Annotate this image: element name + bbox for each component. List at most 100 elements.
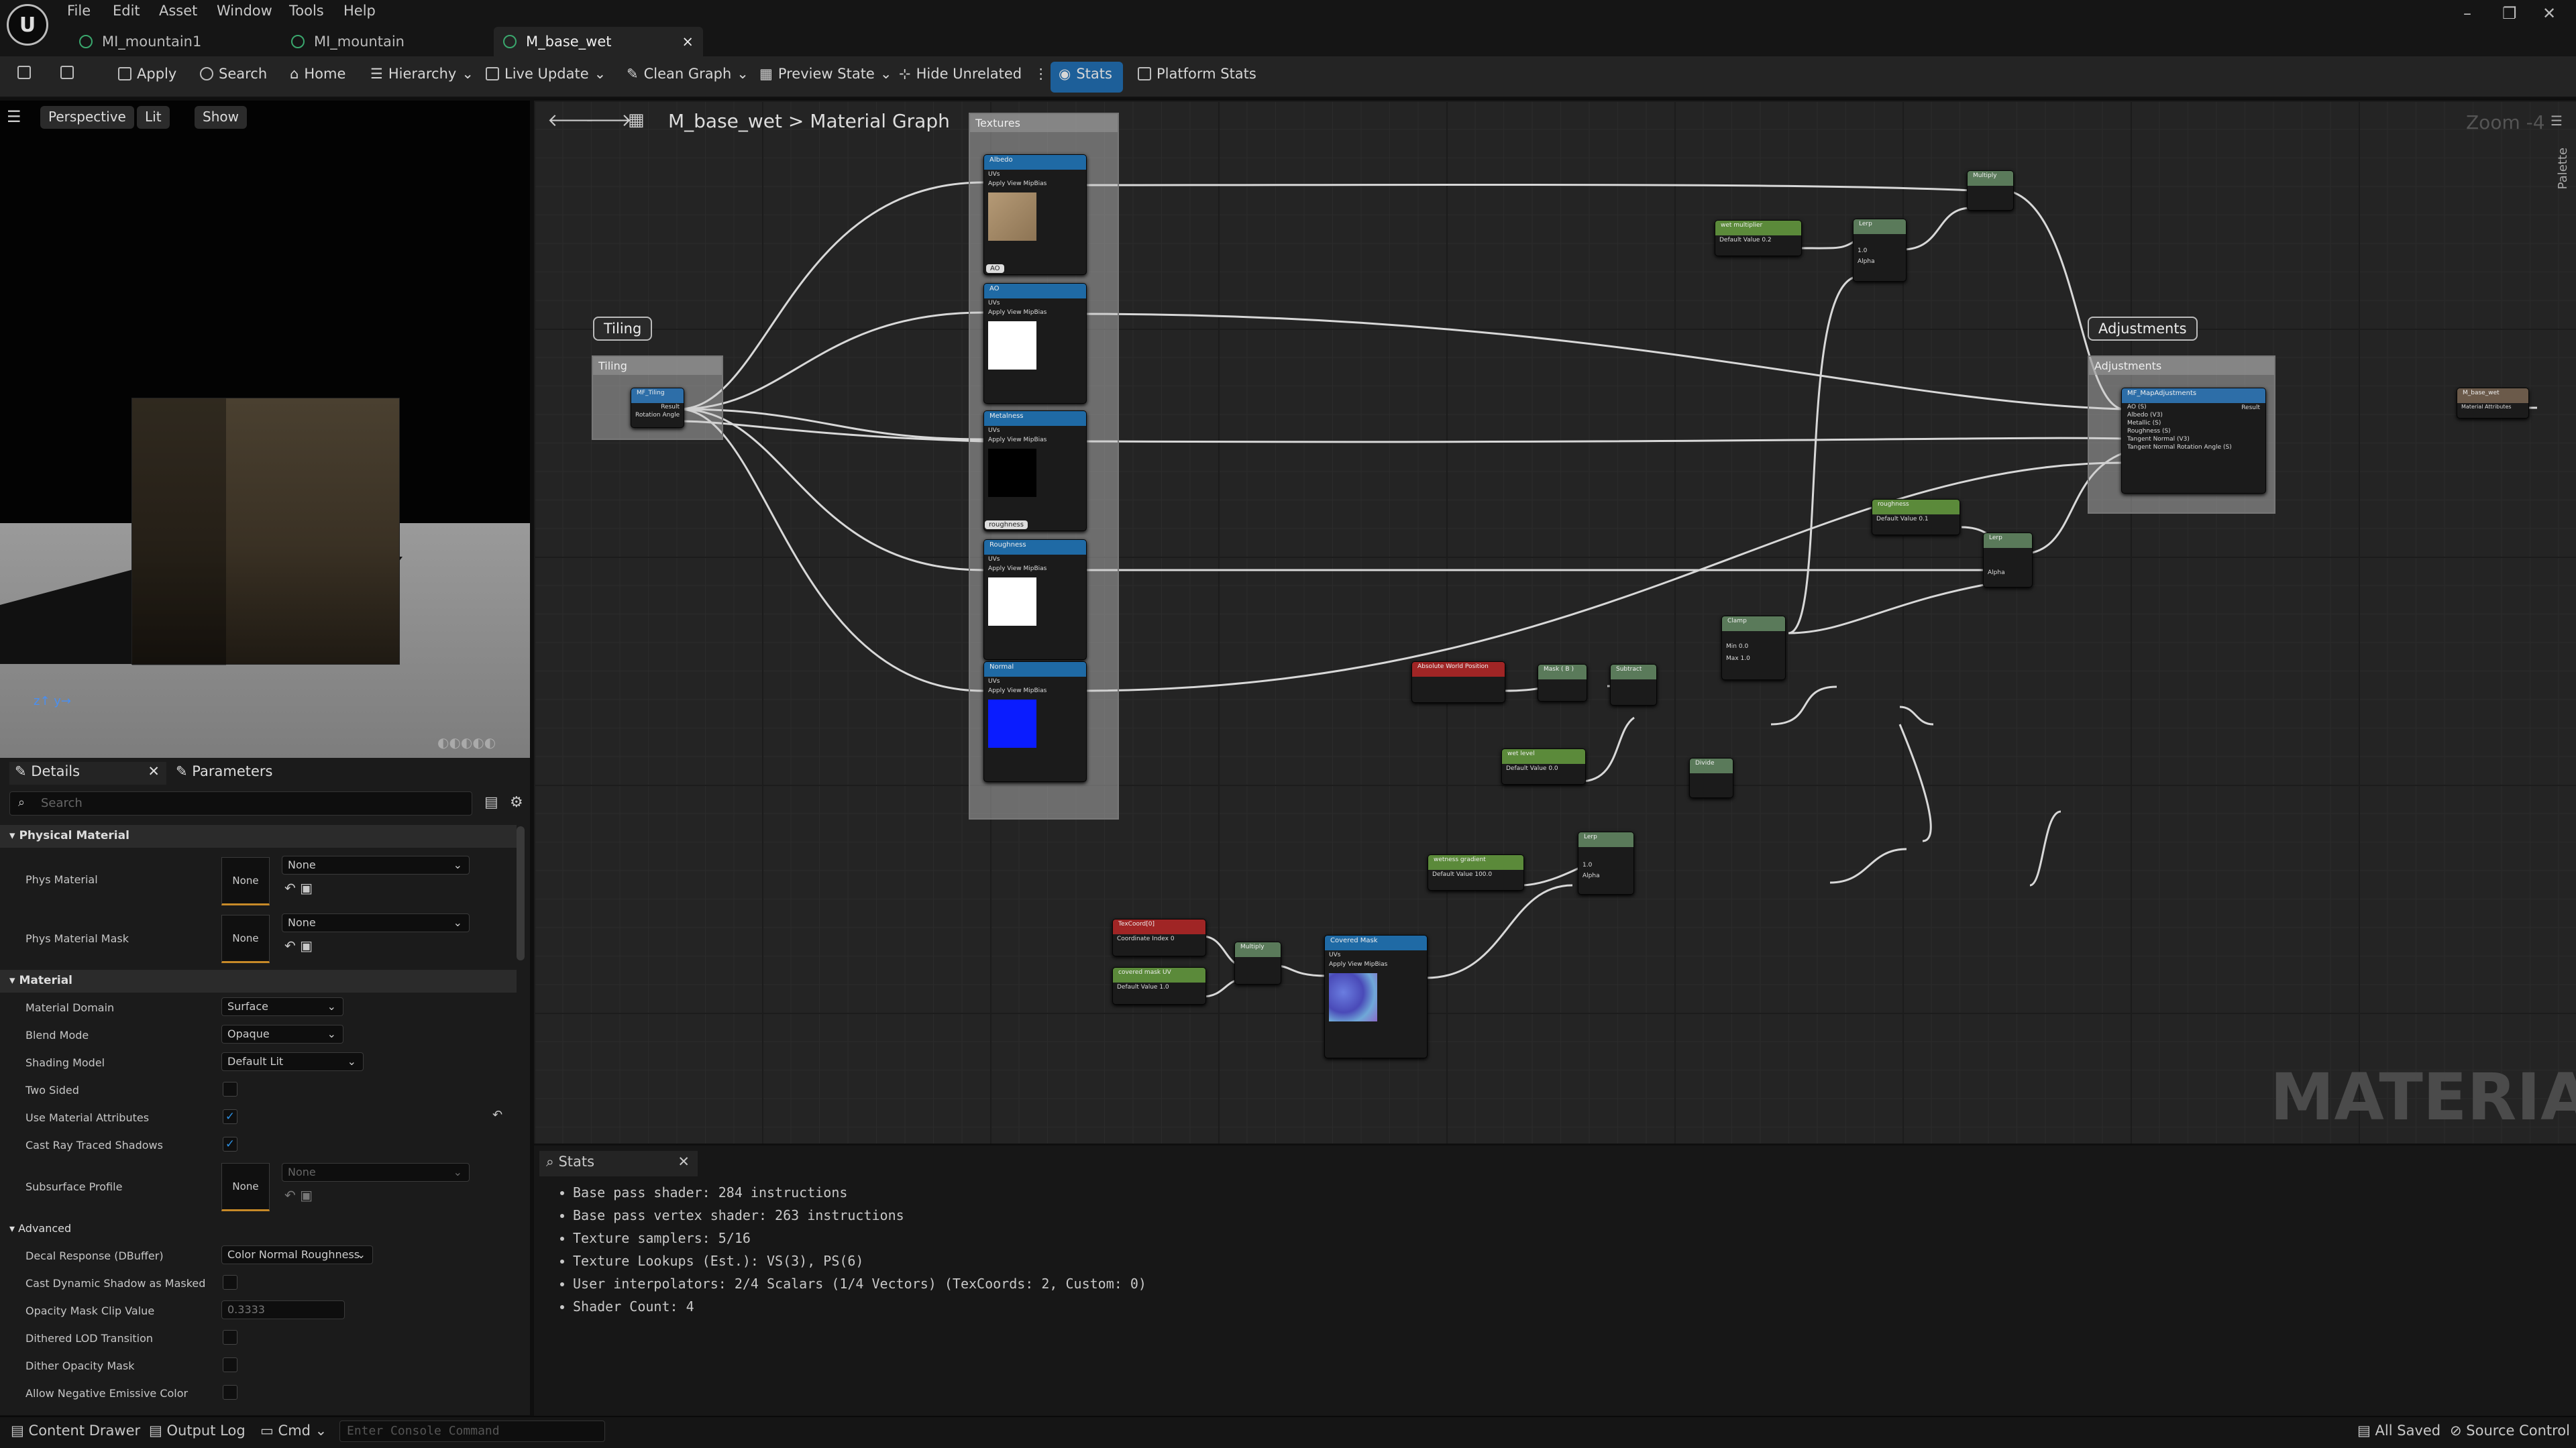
table-view-icon[interactable]: ▤ (484, 794, 498, 811)
pin-result[interactable]: Result (661, 404, 680, 410)
settings-gear-icon[interactable]: ⚙ (510, 794, 523, 811)
blend-mode-dropdown[interactable]: Opaque⌄ (221, 1025, 343, 1044)
pin-alpha[interactable]: Alpha (1988, 569, 2005, 576)
pin-mipbias[interactable]: Apply View MipBias (988, 309, 1047, 316)
pin-metallic[interactable]: Metallic (S) (2127, 420, 2161, 427)
node-mask-b[interactable]: Mask ( B ) (1538, 664, 1587, 702)
menu-file[interactable]: File (67, 3, 91, 19)
viewport-menu-icon[interactable]: ☰ (7, 107, 21, 126)
node-wet-level[interactable]: wet level Default Value 0.0 (1501, 748, 1586, 785)
perspective-button[interactable]: Perspective (40, 106, 134, 129)
node-texture-roughness[interactable]: Roughness UVs Apply View MipBias (983, 539, 1087, 660)
pin-albedo[interactable]: Albedo (V3) (2127, 412, 2163, 419)
section-header-physical[interactable] (0, 825, 517, 848)
reset-arrow-icon[interactable]: ↶ ▣ (284, 880, 313, 896)
unreal-logo-icon[interactable]: U (7, 4, 48, 46)
section-material[interactable]: ▾ Material (9, 974, 72, 987)
comment-bubble-adjustments[interactable]: Adjustments (2088, 317, 2198, 341)
pin-mipbias[interactable]: Apply View MipBias (988, 180, 1047, 187)
node-covered-mask-texture[interactable]: Covered Mask UVs Apply View MipBias (1324, 935, 1428, 1058)
pin-rotation-angle[interactable]: Rotation Angle (635, 412, 680, 419)
pin-tangent-normal-rotation[interactable]: Tangent Normal Rotation Angle (S) (2127, 444, 2232, 451)
value-field[interactable]: 1.0 (1159, 984, 1169, 991)
node-absolute-world-position[interactable]: Absolute World Position (1411, 661, 1505, 703)
platform-stats-button[interactable]: Platform Stats (1138, 66, 1256, 82)
details-search-input[interactable]: ⌕ Search (9, 791, 472, 816)
opacity-mask-clip-input[interactable]: 0.3333 (221, 1300, 345, 1319)
clean-graph-button[interactable]: ✎Clean Graph⌄ (627, 66, 749, 82)
pin-mipbias[interactable]: Apply View MipBias (988, 565, 1047, 572)
reset-arrow-icon[interactable]: ↶ ▣ (284, 1187, 313, 1203)
node-lerp-roughness[interactable]: Lerp Alpha (1983, 533, 2033, 588)
node-covered-mask-uv[interactable]: covered mask UV Default Value 1.0 (1112, 967, 1206, 1005)
restore-icon[interactable]: ❐ (2502, 4, 2517, 23)
console-input[interactable]: Enter Console Command (339, 1421, 605, 1442)
search-button[interactable]: Search (200, 66, 267, 82)
two-sided-checkbox[interactable] (223, 1082, 237, 1097)
node-texture-albedo[interactable]: Albedo UVs Apply View MipBias (983, 154, 1087, 275)
comment-bubble-tiling[interactable]: Tiling (593, 317, 653, 341)
preview-shapes-icon[interactable]: ◐◐◐◐◐ (437, 734, 496, 750)
live-update-button[interactable]: Live Update⌄ (486, 66, 606, 82)
tab-details[interactable]: ✎ Details✕ (9, 762, 166, 785)
node-texcoord[interactable]: TexCoord[0] Coordinate Index 0 (1112, 919, 1206, 956)
save-icon[interactable] (17, 66, 31, 79)
menu-window[interactable]: Window (217, 3, 272, 19)
node-subtract[interactable]: Subtract (1610, 664, 1657, 706)
node-multiply-top[interactable]: Multiply (1967, 170, 2014, 211)
menu-asset[interactable]: Asset (159, 3, 198, 19)
pin-alpha[interactable]: Alpha (1582, 873, 1600, 879)
phys-material-mask-dropdown[interactable]: None⌄ (282, 913, 470, 932)
material-domain-dropdown[interactable]: Surface⌄ (221, 997, 343, 1016)
menu-help[interactable]: Help (343, 3, 376, 19)
node-texture-ao[interactable]: AO UVs Apply View MipBias (983, 283, 1087, 404)
back-arrow-icon[interactable]: 🡐 (547, 111, 594, 131)
phys-material-mask-thumbnail[interactable]: None (221, 915, 270, 963)
source-control-button[interactable]: ⊘ Source Control (2450, 1423, 2570, 1439)
close-tab-icon[interactable]: ✕ (148, 763, 160, 779)
node-lerp-gradient[interactable]: Lerp 1.0 Alpha (1578, 832, 1634, 895)
value-field[interactable]: 1.0 (1858, 247, 1868, 254)
section-physical-material[interactable]: ▾ Physical Material (9, 829, 129, 842)
value-field[interactable]: 0.2 (1762, 237, 1772, 243)
pin-alpha[interactable]: Alpha (1858, 258, 1875, 265)
palette-icon[interactable]: ☰ (2551, 113, 2563, 129)
pin-uvs[interactable]: UVs (988, 171, 1000, 178)
content-drawer-button[interactable]: ▤ Content Drawer (11, 1423, 140, 1439)
menu-edit[interactable]: Edit (113, 3, 140, 19)
more-options-icon[interactable]: ⋮ (1034, 66, 1049, 82)
value-field[interactable]: 0 (1170, 936, 1175, 942)
phys-material-thumbnail[interactable]: None (221, 857, 270, 905)
cast-dynamic-shadow-checkbox[interactable] (223, 1275, 237, 1290)
close-tab-icon[interactable]: × (682, 34, 694, 50)
hierarchy-button[interactable]: ☰Hierarchy⌄ (370, 66, 474, 82)
cmd-dropdown[interactable]: ▭ Cmd ⌄ (260, 1423, 327, 1439)
pin-min[interactable]: Min (1726, 643, 1737, 650)
menu-tools[interactable]: Tools (289, 3, 324, 19)
material-graph-canvas[interactable]: 🡐 🡒 ▦ M_base_wet > Material Graph Zoom -… (534, 101, 2576, 1144)
tab-mi-mountain[interactable]: MI_mountain (282, 27, 483, 56)
cast-ray-traced-shadows-checkbox[interactable]: ✓ (223, 1137, 237, 1152)
pin-mipbias[interactable]: Apply View MipBias (988, 437, 1047, 443)
value-field[interactable]: 0.1 (1919, 516, 1929, 522)
decal-response-dropdown[interactable]: Color Normal Roughness⌄ (221, 1245, 373, 1264)
value-field[interactable]: 1.0 (1582, 862, 1593, 869)
pin-uvs[interactable]: UVs (988, 300, 1000, 307)
node-lerp-top[interactable]: Lerp 1.0 Alpha (1853, 219, 1907, 282)
dithered-lod-checkbox[interactable] (223, 1330, 237, 1345)
pin-ao[interactable]: AO (S) (2127, 404, 2147, 410)
node-roughness-param[interactable]: roughness Default Value 0.1 (1872, 499, 1960, 535)
close-tab-icon[interactable]: ✕ (678, 1154, 690, 1170)
browse-icon[interactable] (60, 66, 74, 79)
value-field[interactable]: 100.0 (1474, 871, 1493, 878)
hide-unrelated-button[interactable]: ⊹Hide Unrelated⋮ (899, 66, 1048, 82)
pin-result[interactable]: Result (2241, 404, 2260, 411)
pin-max[interactable]: Max (1726, 655, 1739, 662)
reset-arrow-icon[interactable]: ↶ ▣ (284, 938, 313, 954)
node-texture-metalness[interactable]: Metalness UVs Apply View MipBias (983, 410, 1087, 531)
tab-mi-mountain1[interactable]: MI_mountain1 (70, 27, 271, 56)
allow-negative-emissive-checkbox[interactable] (223, 1385, 237, 1400)
home-button[interactable]: ⌂Home (290, 66, 345, 82)
pin-mipbias[interactable]: Apply View MipBias (988, 687, 1047, 694)
dither-opacity-checkbox[interactable] (223, 1357, 237, 1372)
